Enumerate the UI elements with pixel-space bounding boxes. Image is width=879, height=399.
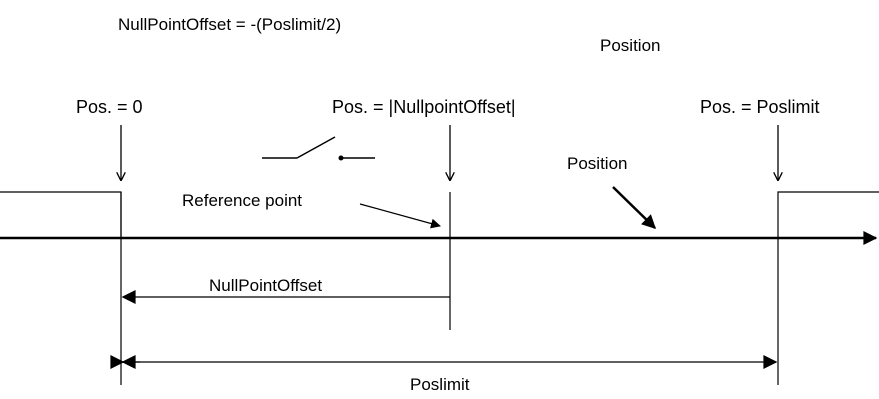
limit-signal-waveform: [0, 191, 879, 239]
null-point-offset-label: NullPointOffset: [209, 276, 323, 295]
formula-text: NullPointOffset = -(Poslimit/2): [118, 15, 342, 34]
pos-poslimit-label: Pos. = Poslimit: [700, 97, 820, 117]
reference-point-label: Reference point: [182, 191, 303, 210]
reference-point-pointer: [359, 203, 441, 229]
diagram-title: Position: [600, 36, 661, 55]
position-label: Position: [567, 154, 628, 173]
switch-icon: [262, 136, 375, 161]
poslimit-label: Poslimit: [410, 375, 470, 394]
position-direction-arrow: [612, 186, 657, 229]
pos-zero-label: Pos. = 0: [76, 97, 143, 117]
pos-nullpoint-label: Pos. = |NullpointOffset|: [332, 97, 516, 117]
